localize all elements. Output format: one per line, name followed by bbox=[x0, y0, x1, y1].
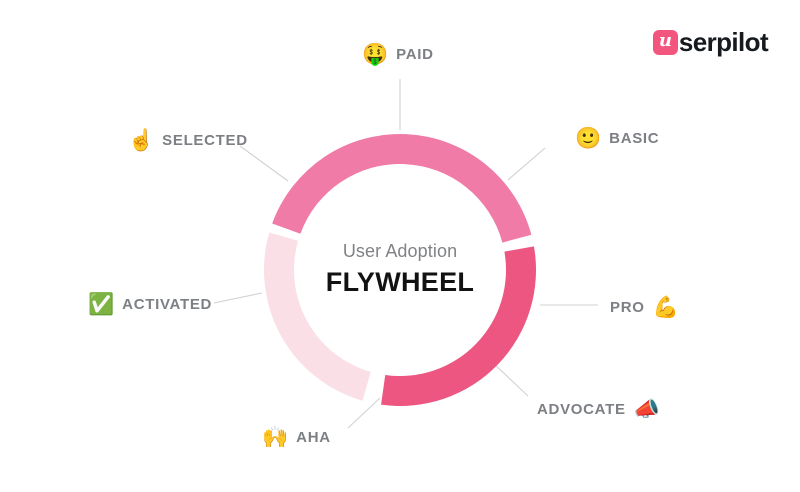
stage-text-selected: SELECTED bbox=[162, 132, 248, 149]
connector-line-activated bbox=[213, 292, 263, 304]
check-mark-button-emoji: ✅ bbox=[88, 292, 115, 316]
userpilot-logo: u serpilot bbox=[652, 26, 769, 58]
stage-label-activated[interactable]: ✅ ACTIVATED bbox=[88, 294, 212, 315]
stage-text-activated: ACTIVATED bbox=[122, 296, 213, 313]
chart-center-title: FLYWHEEL bbox=[325, 266, 475, 297]
monetization-arc bbox=[381, 246, 536, 406]
chart-center-label: User Adoption FLYWHEEL bbox=[290, 241, 510, 299]
stage-label-basic[interactable]: 🙂 BASIC bbox=[575, 128, 659, 149]
raising-hands-emoji: 🙌 bbox=[262, 425, 289, 449]
stage-label-paid[interactable]: 🤑 PAID bbox=[362, 44, 434, 65]
stage-text-paid: PAID bbox=[396, 46, 434, 63]
stage-text-pro: PRO bbox=[610, 299, 645, 316]
connector-line-selected bbox=[239, 145, 289, 182]
flexed-biceps-emoji: 💪 bbox=[652, 295, 679, 319]
stage-label-advocate[interactable]: 📣 ADVOCATE bbox=[537, 399, 660, 420]
awareness-arc bbox=[272, 134, 532, 243]
connector-line-advocate bbox=[491, 361, 529, 397]
stage-label-aha[interactable]: 🙌 AHA bbox=[262, 427, 331, 448]
slightly-smiling-face-emoji: 🙂 bbox=[575, 126, 602, 150]
connector-line-basic bbox=[507, 147, 546, 181]
connector-lines bbox=[213, 79, 598, 429]
stage-label-selected[interactable]: ☝️ SELECTED bbox=[128, 130, 248, 151]
donut-arcs bbox=[263, 134, 536, 406]
userpilot-logo-mark-icon: u bbox=[652, 29, 678, 55]
userpilot-logo-wordmark: serpilot bbox=[678, 26, 769, 57]
megaphone-emoji: 📣 bbox=[633, 397, 660, 421]
stage-text-advocate: ADVOCATE bbox=[537, 401, 626, 418]
stage-text-aha: AHA bbox=[296, 429, 331, 446]
index-pointing-up-emoji: ☝️ bbox=[128, 128, 155, 152]
activation-arc bbox=[263, 232, 371, 401]
stage-label-pro[interactable]: 💪 PRO bbox=[610, 297, 679, 318]
stage-text-basic: BASIC bbox=[609, 130, 660, 147]
chart-center-subtitle: User Adoption bbox=[342, 240, 458, 261]
connector-line-aha bbox=[347, 397, 381, 429]
money-mouth-face-emoji: 🤑 bbox=[362, 42, 389, 66]
